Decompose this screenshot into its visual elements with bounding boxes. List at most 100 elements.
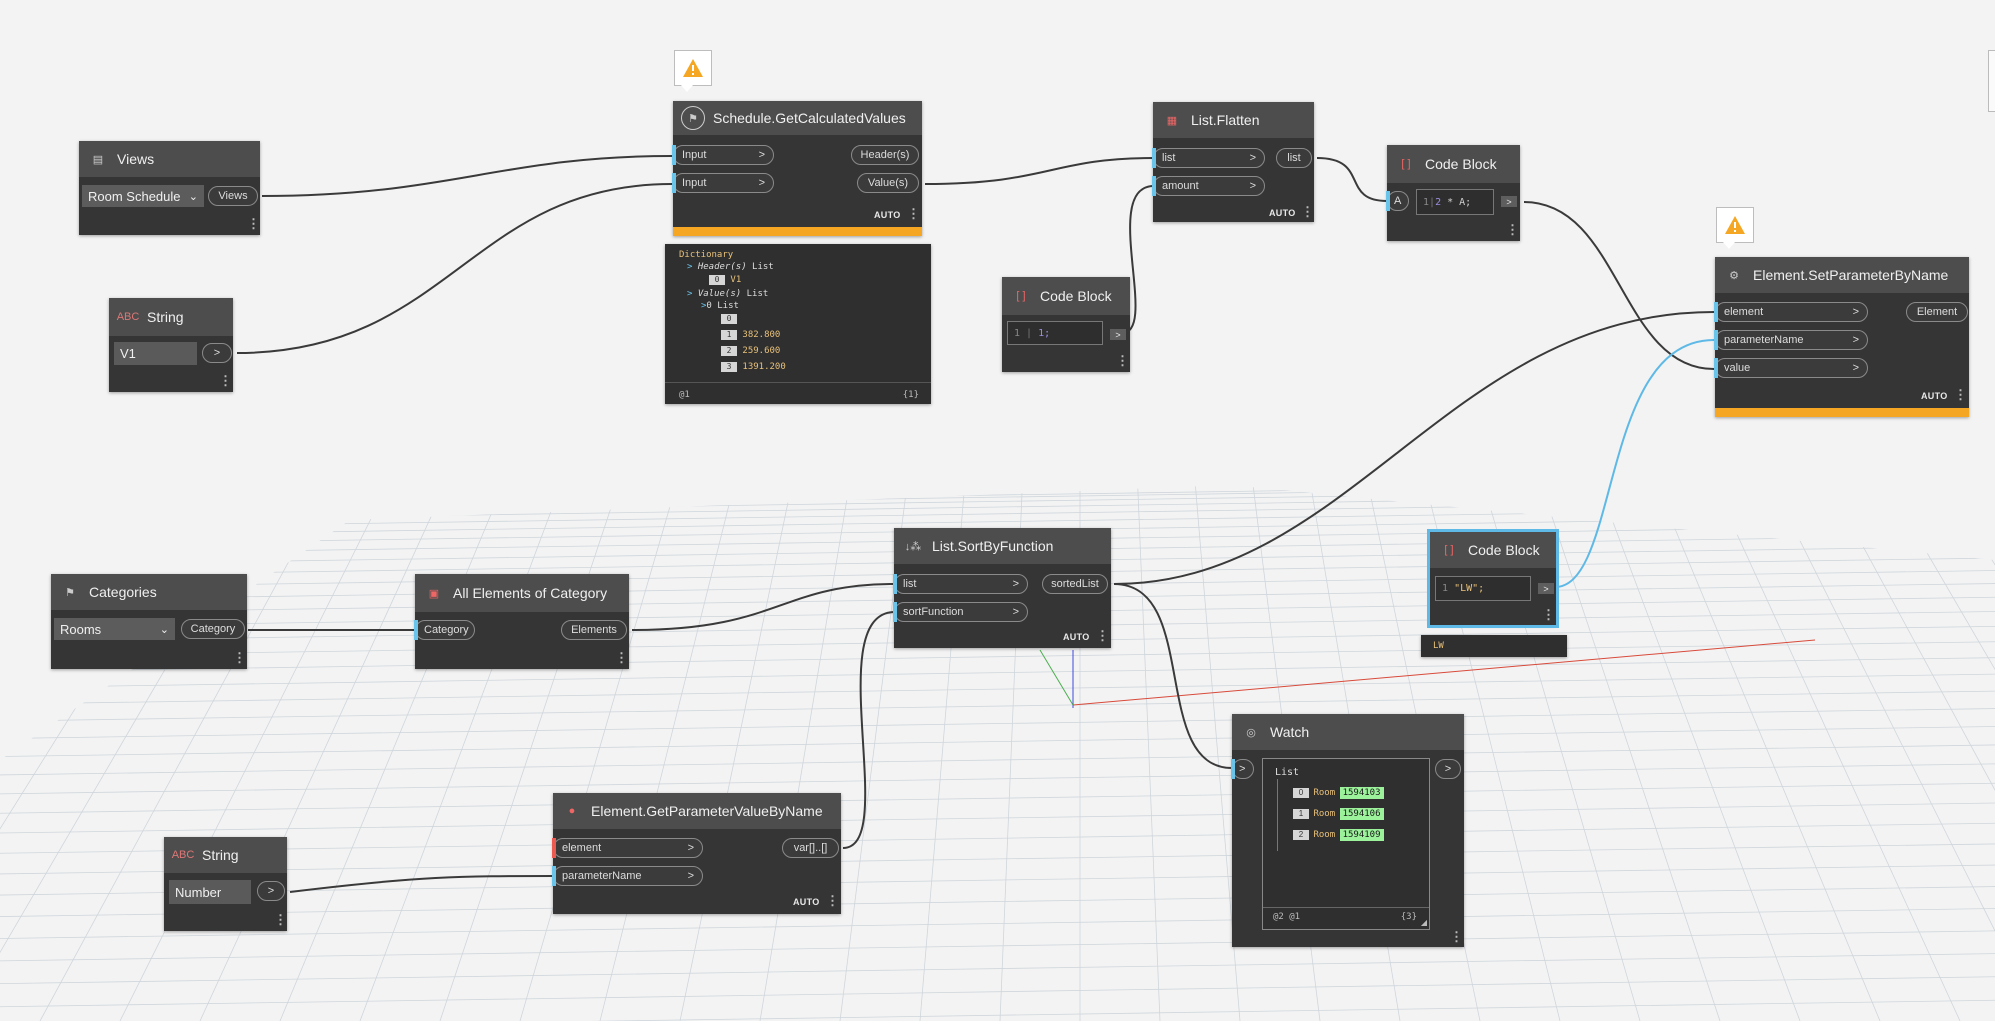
input-port-sortfunction[interactable]: sortFunction> [893, 602, 1028, 622]
node-menu-icon[interactable]: ⋮ [219, 373, 232, 388]
watch-footer-levels: @2 @1 [1273, 912, 1301, 922]
categories-node[interactable]: ⚑Categories Rooms⌄ Category ⋮ [51, 574, 247, 669]
grid-line [0, 486, 1995, 517]
node-menu-icon[interactable]: ⋮ [233, 650, 246, 665]
input-port-amount[interactable]: amount> [1152, 176, 1265, 196]
output-port-category[interactable]: Category [181, 619, 245, 639]
chevron-right-icon: > [758, 149, 765, 161]
string-value-input[interactable]: V1 [114, 342, 197, 365]
output-port[interactable]: > [1538, 583, 1554, 594]
divider [1263, 907, 1429, 908]
output-port-values[interactable]: Value(s) [857, 173, 919, 193]
code-block-node[interactable]: [ ]Code Block 1 | 1; > ⋮ [1002, 277, 1130, 372]
output-port[interactable]: > [1435, 759, 1461, 779]
node-menu-icon[interactable]: ⋮ [1506, 222, 1519, 237]
canvas-scrollbar[interactable] [1988, 50, 1995, 112]
node-menu-icon[interactable]: ⋮ [1450, 929, 1463, 944]
input-port[interactable]: Input> [672, 173, 774, 193]
output-port-var[interactable]: var[]..[] [782, 838, 839, 858]
string-value-input[interactable]: Number [169, 880, 251, 904]
resize-handle-icon[interactable]: ◢ [1420, 918, 1427, 927]
output-port-list[interactable]: list [1276, 148, 1312, 168]
node-menu-icon[interactable]: ⋮ [1954, 387, 1967, 402]
lacing-label[interactable]: AUTO [1063, 632, 1090, 642]
node-menu-icon[interactable]: ⋮ [826, 893, 839, 908]
input-port-parametername[interactable]: parameterName> [1714, 330, 1868, 350]
lacing-label[interactable]: AUTO [1269, 208, 1296, 218]
grid-line [359, 485, 1081, 1021]
code-editor[interactable]: 1 | 1; [1007, 321, 1103, 345]
grid-line [1079, 485, 1481, 1021]
warning-icon[interactable] [674, 50, 712, 92]
output-port[interactable]: > [1110, 329, 1126, 340]
element-get-parameter-node[interactable]: ●Element.GetParameterValueByName element… [552, 793, 841, 914]
chevron-right-icon: > [1249, 180, 1256, 192]
item-type: Room [1313, 830, 1336, 840]
input-port-value[interactable]: value> [1714, 358, 1868, 378]
input-port-list[interactable]: list> [893, 574, 1028, 594]
output-port-sortedlist[interactable]: sortedList [1042, 574, 1108, 594]
chevron-right-icon: > [1012, 606, 1019, 618]
code-block-node[interactable]: [ ]Code Block A 1|2 * A; > ⋮ [1386, 145, 1520, 241]
index-label: 3 [721, 362, 737, 372]
grid-line [0, 886, 1995, 917]
all-elements-of-category-node[interactable]: ▣All Elements of Category Category Eleme… [414, 574, 629, 669]
watch-output-panel[interactable]: List 0 Room 1594103 1 Room 1594106 2 Roo… [1262, 758, 1430, 930]
port-label: Value(s) [867, 177, 909, 189]
list-sort-icon: ↓⁂ [904, 540, 922, 553]
grid-line [1079, 485, 1801, 1021]
index-label: 1 [1293, 809, 1309, 819]
input-port-element[interactable]: element> [552, 838, 703, 858]
output-port-elements[interactable]: Elements [561, 620, 627, 640]
port-label: > [1444, 763, 1452, 775]
node-menu-icon[interactable]: ⋮ [1301, 204, 1314, 219]
views-node[interactable]: ▤Views Room Schedule⌄ Views ⋮ [79, 141, 260, 235]
lacing-label[interactable]: AUTO [874, 210, 901, 220]
category-dropdown[interactable]: Rooms⌄ [54, 618, 175, 640]
watch-node[interactable]: ◎Watch > > List 0 Room 1594103 1 Room 15… [1231, 714, 1464, 947]
output-port[interactable]: > [257, 881, 285, 901]
item-type: Room [1313, 788, 1336, 798]
preview-headers-row: > Header(s) List [687, 262, 774, 272]
node-menu-icon[interactable]: ⋮ [615, 650, 628, 665]
code-text: * A; [1441, 196, 1472, 208]
lacing-label[interactable]: AUTO [793, 897, 820, 907]
input-port-category[interactable]: Category [414, 620, 475, 640]
code-editor[interactable]: 1|2 * A; [1416, 189, 1494, 215]
input-port-list[interactable]: list> [1152, 148, 1265, 168]
output-port-headers[interactable]: Header(s) [851, 145, 919, 165]
input-port-a[interactable]: A [1386, 191, 1409, 211]
list-sort-by-function-node[interactable]: ↓⁂List.SortByFunction list> sortFunction… [893, 528, 1111, 648]
node-menu-icon[interactable]: ⋮ [274, 912, 287, 927]
node-menu-icon[interactable]: ⋮ [1116, 353, 1129, 368]
code-block-node-selected[interactable]: [ ]Code Block 1 "LW"; > ⋮ [1427, 529, 1559, 628]
output-port[interactable]: > [1501, 196, 1517, 207]
output-port[interactable]: > [202, 343, 232, 363]
node-menu-icon[interactable]: ⋮ [907, 206, 920, 221]
schedule-preview-bubble[interactable]: Dictionary > Header(s) List 0 V1 > Value… [665, 244, 931, 404]
node-menu-icon[interactable]: ⋮ [1542, 607, 1555, 622]
schedule-get-calculated-values-node[interactable]: ⚑Schedule.GetCalculatedValues Input> Inp… [672, 101, 922, 236]
input-port-parametername[interactable]: parameterName> [552, 866, 703, 886]
node-menu-icon[interactable]: ⋮ [1096, 628, 1109, 643]
lacing-label[interactable]: AUTO [1921, 391, 1948, 401]
code-editor[interactable]: 1 "LW"; [1435, 576, 1531, 601]
preview-footer-levels: @1 [679, 390, 690, 400]
input-port[interactable]: > [1231, 759, 1254, 779]
view-dropdown[interactable]: Room Schedule⌄ [82, 185, 204, 207]
output-port-element[interactable]: Element [1906, 302, 1968, 322]
list-flatten-node[interactable]: ▦List.Flatten list> amount> list AUTO ⋮ [1152, 102, 1314, 222]
code-block-preview-bubble[interactable]: LW [1421, 635, 1567, 657]
element-set-parameter-node[interactable]: ⚙Element.SetParameterByName element> par… [1714, 257, 1969, 417]
node-menu-icon[interactable]: ⋮ [247, 216, 260, 231]
port-label: element [1724, 306, 1764, 318]
input-port-element[interactable]: element> [1714, 302, 1868, 322]
output-port-views[interactable]: Views [208, 186, 258, 206]
line-number: 1 [1014, 327, 1021, 339]
input-port[interactable]: Input> [672, 145, 774, 165]
warning-icon[interactable] [1716, 207, 1754, 249]
port-label: value [1724, 362, 1751, 374]
